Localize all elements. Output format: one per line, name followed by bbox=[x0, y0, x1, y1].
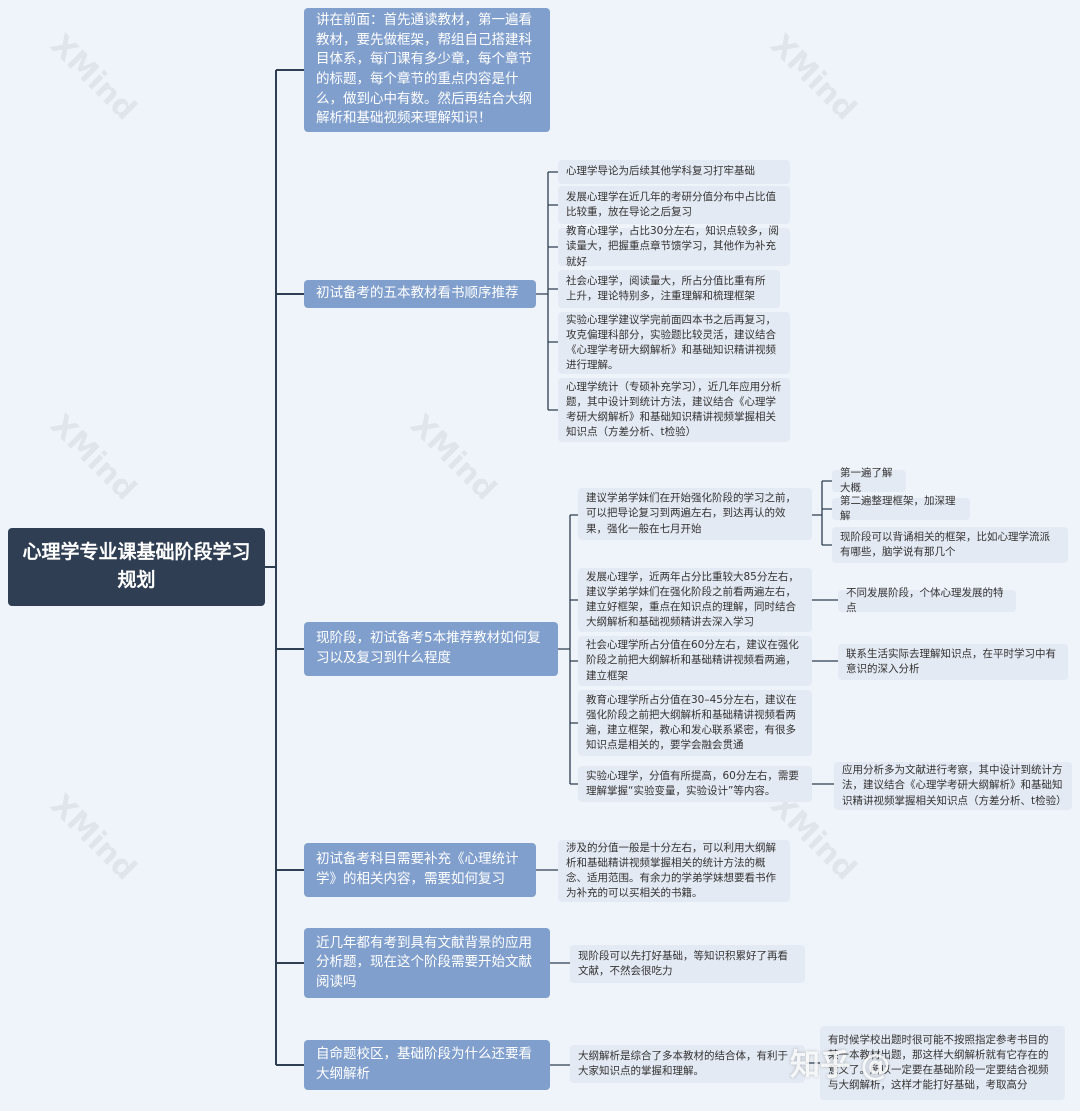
detail[interactable]: 第一遍了解大概 bbox=[832, 467, 906, 494]
detail[interactable]: 有时候学校出题时很可能不按照指定参考书目的某一本教材出题，那这样大纲解析就有它存… bbox=[820, 1026, 1065, 1100]
subtopic[interactable]: 心理学统计（专硕补充学习），近几年应用分析题，其中设计到统计方法，建议结合《心理… bbox=[558, 378, 790, 442]
subtopic[interactable]: 心理学导论为后续其他学科复习打牢基础 bbox=[558, 160, 790, 184]
zhihu-watermark: 知乎 @ bbox=[790, 1048, 891, 1083]
detail[interactable]: 联系生活实际去理解知识点，在平时学习中有意识的深入分析 bbox=[838, 644, 1068, 680]
subtopic[interactable]: 现阶段可以先打好基础，等知识积累好了再看文献，不然会很吃力 bbox=[570, 945, 805, 983]
subtopic[interactable]: 教育心理学所占分值在30–45分左右，建议在强化阶段之前把大纲解析和基础精讲视频… bbox=[578, 690, 812, 756]
detail[interactable]: 应用分析多为文献进行考察，其中设计到统计方法，建议结合《心理学考研大纲解析》和基… bbox=[834, 762, 1072, 810]
detail[interactable]: 不同发展阶段，个体心理发展的特点 bbox=[838, 587, 1016, 614]
detail[interactable]: 第二遍整理框架，加深理解 bbox=[832, 495, 970, 522]
subtopic[interactable]: 实验心理学，分值有所提高，60分左右，需要理解掌握“实验变量，实验设计”等内容。 bbox=[578, 766, 812, 802]
subtopic[interactable]: 发展心理学，近两年占分比重较大85分左右，建议学弟学妹们在强化阶段之前看两遍左右… bbox=[578, 568, 812, 632]
subtopic[interactable]: 建议学弟学妹们在开始强化阶段的学习之前，可以把导论复习到两遍左右，到达再认的效果… bbox=[578, 488, 812, 540]
subtopic[interactable]: 教育心理学，占比30分左右，知识点较多，阅读量大，把握重点章节馈学习，其他作为补… bbox=[558, 225, 790, 268]
subtopic[interactable]: 大纲解析是综合了多本教材的结合体，有利于大家知识点的掌握和理解。 bbox=[570, 1045, 805, 1083]
subtopic[interactable]: 发展心理学在近几年的考研分值分布中占比值比较重，放在导论之后复习 bbox=[558, 186, 790, 224]
branch-intro[interactable]: 讲在前面：首先通读教材，第一遍看教材，要先做框架，帮组自己搭建科目体系，每门课有… bbox=[304, 8, 550, 132]
branch-reading-order[interactable]: 初试备考的五本教材看书顺序推荐 bbox=[304, 280, 536, 308]
subtopic[interactable]: 涉及的分值一般是十分左右，可以利用大纲解析和基础精讲视频掌握相关的统计方法的概念… bbox=[558, 840, 790, 902]
root-topic[interactable]: 心理学专业课基础阶段学习规划 bbox=[8, 528, 265, 606]
branch-statistics[interactable]: 初试备考科目需要补充《心理统计学》的相关内容，需要如何复习 bbox=[304, 843, 536, 897]
branch-syllabus[interactable]: 自命题校区，基础阶段为什么还要看大纲解析 bbox=[304, 1040, 550, 1090]
branch-literature[interactable]: 近几年都有考到具有文献背景的应用分析题，现在这个阶段需要开始文献阅读吗 bbox=[304, 928, 550, 998]
detail[interactable]: 现阶段可以背诵相关的框架，比如心理学流派有哪些，脑学说有那几个 bbox=[832, 527, 1068, 563]
subtopic[interactable]: 实验心理学建议学完前面四本书之后再复习，攻克偏理科部分，实验题比较灵活，建议结合… bbox=[558, 312, 790, 374]
subtopic[interactable]: 社会心理学所占分值在60分左右，建议在强化阶段之前把大纲解析和基础精讲视频看两遍… bbox=[578, 636, 812, 686]
branch-current-stage[interactable]: 现阶段，初试备考5本推荐教材如何复习以及复习到什么程度 bbox=[304, 622, 558, 676]
subtopic[interactable]: 社会心理学，阅读量大，所占分值比重有所上升，理论特别多，注重理解和梳理框架 bbox=[558, 270, 780, 308]
